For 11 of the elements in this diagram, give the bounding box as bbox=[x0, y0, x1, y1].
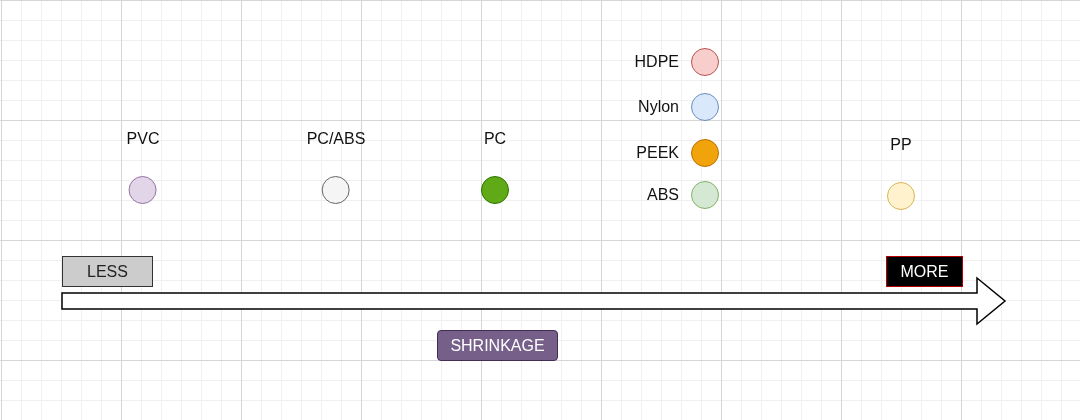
material-label: PVC bbox=[126, 130, 160, 148]
scale-label: LESS bbox=[62, 256, 153, 287]
material-label: PEEK bbox=[636, 144, 679, 162]
material-label: PC/ABS bbox=[306, 130, 366, 148]
material-label: PP bbox=[890, 136, 912, 154]
material-label: ABS bbox=[647, 186, 679, 204]
material-label: HDPE bbox=[634, 53, 679, 71]
material-label: Nylon bbox=[638, 98, 679, 116]
material-label: PC bbox=[483, 130, 507, 148]
scale-label: MORE bbox=[886, 256, 963, 287]
scale-label: SHRINKAGE bbox=[437, 330, 558, 361]
